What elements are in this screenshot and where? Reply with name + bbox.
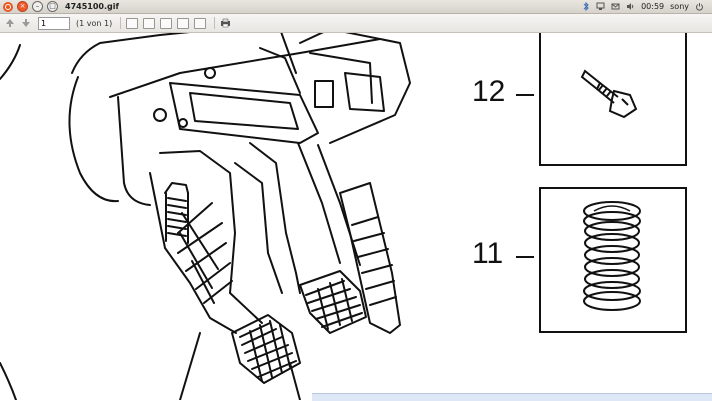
viewer-toolbar: (1 von 1)	[0, 14, 712, 33]
arrow-down-icon	[22, 19, 30, 27]
power-icon[interactable]	[695, 2, 704, 11]
arrow-up-icon	[6, 19, 14, 27]
title-bar: × – □ 4745100.gif 00:59 sony	[0, 0, 712, 14]
toolbar-separator	[214, 17, 216, 29]
rotate-button[interactable]	[194, 17, 207, 29]
part-number-12: 12	[472, 75, 506, 108]
zoom-out-button[interactable]	[177, 17, 190, 29]
previous-page-button[interactable]	[4, 17, 16, 29]
zoom-in-button[interactable]	[160, 17, 173, 29]
fit-page-button[interactable]	[126, 17, 139, 29]
maximize-window-button[interactable]: □	[47, 1, 58, 12]
fit-width-button[interactable]	[143, 17, 156, 29]
pedal-assembly-drawing	[0, 33, 687, 400]
minimize-window-button[interactable]: –	[32, 1, 43, 12]
clock-time[interactable]: 00:59	[641, 2, 665, 11]
ubuntu-logo-icon[interactable]	[3, 1, 13, 12]
page-count: (1 von 1)	[76, 18, 113, 28]
system-tray: 00:59 sony	[581, 2, 712, 11]
toolbar-separator	[120, 17, 122, 29]
mail-icon[interactable]	[611, 2, 620, 11]
user-name[interactable]: sony	[670, 2, 689, 11]
bottom-panel-edge	[312, 393, 712, 401]
network-icon[interactable]	[596, 2, 605, 11]
page-number-input[interactable]	[38, 16, 70, 30]
print-button[interactable]	[219, 17, 231, 29]
next-page-button[interactable]	[20, 17, 32, 29]
bluetooth-icon[interactable]	[581, 2, 590, 11]
window-title: 4745100.gif	[65, 2, 119, 11]
printer-icon	[220, 18, 230, 28]
image-canvas[interactable]: 12 11	[0, 33, 712, 400]
volume-icon[interactable]	[626, 2, 635, 11]
close-window-button[interactable]: ×	[17, 1, 28, 12]
part-number-11: 11	[472, 237, 504, 270]
